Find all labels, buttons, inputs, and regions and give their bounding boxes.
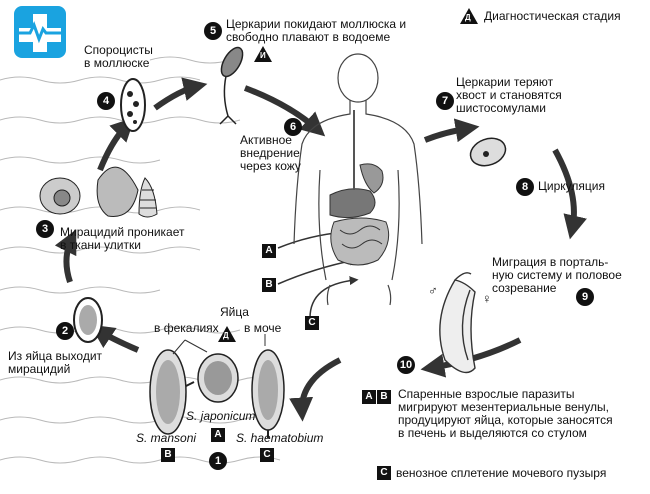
infective-stage-symbol: И bbox=[254, 46, 272, 62]
s-mansoni-label: S. mansoni bbox=[136, 431, 197, 445]
cercaria-icon bbox=[219, 46, 244, 125]
egg-label-a: A bbox=[211, 428, 225, 442]
step-5-text: Церкарии покидают моллюска и свободно пл… bbox=[226, 17, 407, 44]
sporocyst-icon bbox=[120, 78, 146, 132]
step-5-number: 5 bbox=[204, 22, 222, 40]
step-9-text: Миграция в порталь- ную систему и полово… bbox=[492, 255, 622, 295]
diagnostic-stage-symbol: Д bbox=[460, 8, 478, 24]
step-2-number: 2 bbox=[56, 322, 74, 340]
egg-label-b: B bbox=[161, 448, 175, 462]
medical-cross-icon bbox=[14, 6, 66, 58]
egg-haematobium-icon bbox=[251, 349, 285, 438]
egg-leader-lines bbox=[172, 334, 266, 355]
egg-mansoni-icon bbox=[149, 349, 195, 435]
legend-b-square: B bbox=[377, 390, 391, 404]
schistosomulum-icon bbox=[469, 137, 507, 167]
eggs-in-urine-label: в моче bbox=[244, 321, 282, 335]
step-10-number: 10 bbox=[397, 356, 415, 374]
route-c-label: C bbox=[305, 316, 319, 330]
miracidium-icon bbox=[73, 297, 103, 343]
step-6-text: Активное внедрение через кожу bbox=[240, 133, 301, 173]
step-6-number: 6 bbox=[284, 118, 302, 136]
eggs-title: Яйца bbox=[220, 305, 249, 319]
female-symbol: ♀ bbox=[482, 291, 492, 306]
step-8-text: Циркуляция bbox=[538, 179, 605, 193]
step-2-text: Из яйца выходит мирацидий bbox=[8, 349, 103, 376]
step-7-number: 7 bbox=[436, 92, 454, 110]
male-symbol: ♂ bbox=[428, 283, 438, 298]
step-4-text: Спороцисты в моллюске bbox=[84, 43, 153, 70]
water-waves bbox=[0, 56, 281, 464]
route-b-label: B bbox=[262, 278, 276, 292]
snail-icons bbox=[39, 166, 158, 218]
step-3-number: 3 bbox=[36, 220, 54, 238]
s-japonicum-label: S. japonicum bbox=[186, 409, 256, 423]
step-8-number: 8 bbox=[516, 178, 534, 196]
legend-c-text: венозное сплетение мочевого пузыря bbox=[396, 466, 607, 480]
egg-label-c: C bbox=[260, 448, 274, 462]
step-3-text: Мирацидий проникает в ткани улитки bbox=[60, 225, 185, 252]
eggs-in-feces-label: в фекалиях bbox=[154, 321, 219, 335]
step-9-number: 9 bbox=[576, 288, 594, 306]
diagnostic-stage-label: Диагностическая стадия bbox=[484, 9, 621, 23]
legend-a-square: A bbox=[362, 390, 376, 404]
step-1-number: 1 bbox=[209, 452, 227, 470]
route-a-label: A bbox=[262, 244, 276, 258]
egg-japonicum-icon bbox=[197, 353, 239, 403]
eggs-diagnostic-symbol: Д bbox=[218, 326, 236, 342]
s-haematobium-label: S. haematobium bbox=[236, 431, 324, 445]
adult-worms-icon bbox=[439, 272, 476, 374]
human-figure bbox=[293, 53, 423, 306]
legend-c-square: C bbox=[377, 466, 391, 480]
step-10-text: Спаренные взрослые паразиты мигрируют ме… bbox=[398, 387, 613, 440]
step-4-number: 4 bbox=[97, 92, 115, 110]
organs bbox=[329, 110, 390, 266]
step-7-text: Церкарии теряют хвост и становятся шисто… bbox=[456, 75, 562, 115]
